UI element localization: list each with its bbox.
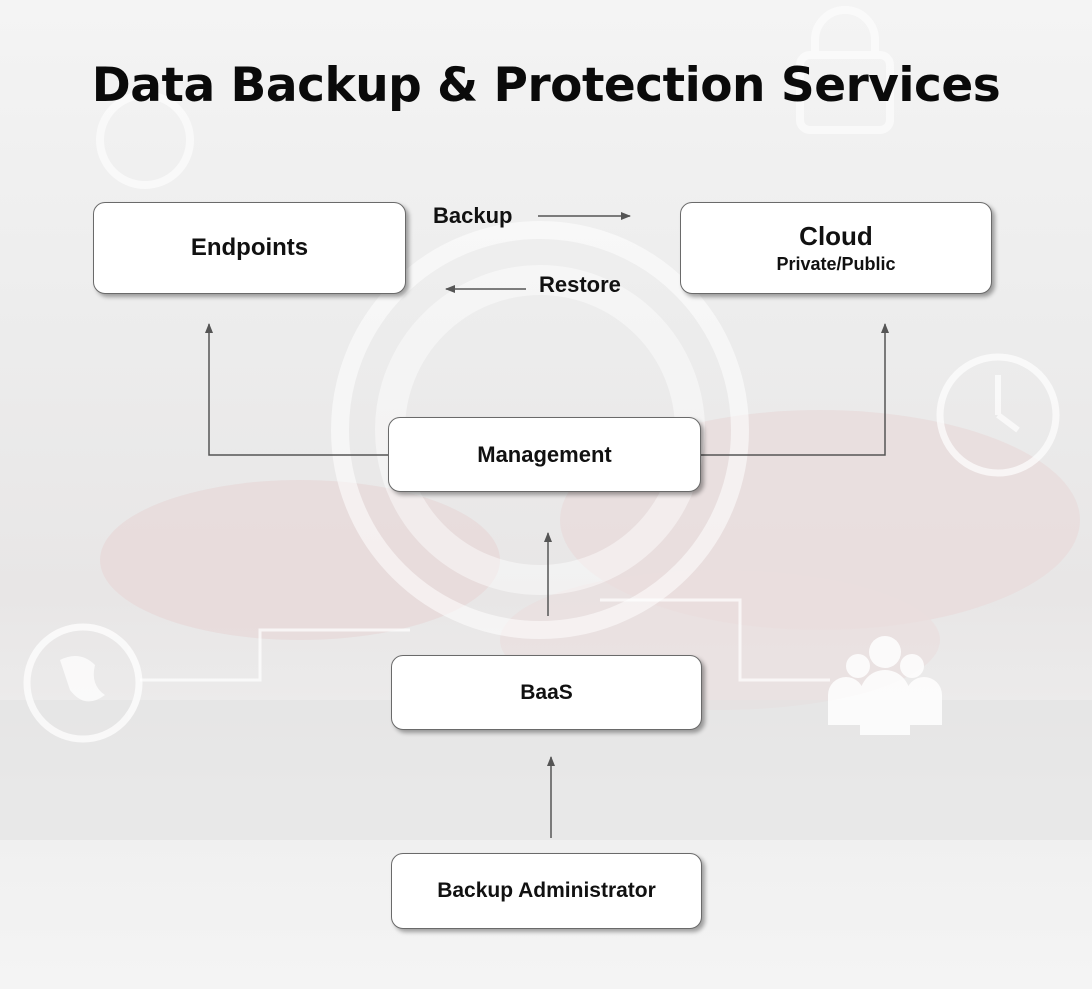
backup-administrator-node[interactable]: Backup Administrator [391,853,702,929]
backup-administrator-label: Backup Administrator [437,879,656,902]
endpoints-node[interactable]: Endpoints [93,202,406,294]
management-label: Management [477,441,612,467]
page-title: Data Backup & Protection Services [91,58,1001,113]
management-node[interactable]: Management [388,417,701,492]
endpoints-label: Endpoints [190,234,309,261]
management-to-cloud-connector [701,323,889,456]
cloud-node[interactable]: Cloud Private/Public [680,202,992,294]
restore-label: Restore [539,272,621,297]
cloud-label: Cloud [799,221,873,251]
cloud-sublabel: Private/Public [776,254,896,274]
backup-label: Backup [433,203,513,228]
baas-node[interactable]: BaaS [391,655,702,730]
management-to-endpoints-connector [205,323,388,456]
baas-label: BaaS [520,680,573,704]
